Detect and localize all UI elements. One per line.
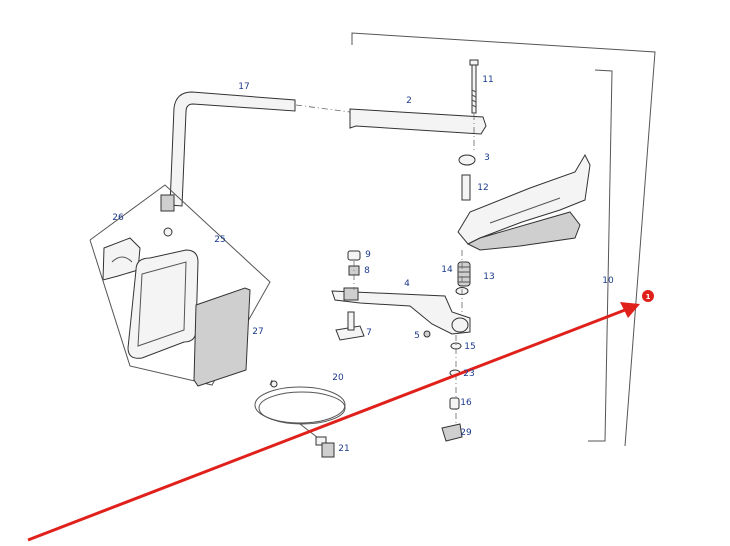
label-8: 8 xyxy=(364,266,370,276)
label-10: 10 xyxy=(602,276,614,286)
part-14-spring xyxy=(457,261,471,287)
part-11-bolt xyxy=(469,59,479,114)
label-13: 13 xyxy=(483,272,494,282)
part-27-bracket xyxy=(102,237,141,281)
part-26-mirror-glass xyxy=(193,287,251,387)
part-3-washer xyxy=(458,154,476,166)
part-clip xyxy=(160,194,175,212)
part-grommet xyxy=(163,227,173,237)
part-20-cable xyxy=(254,379,346,442)
label-17: 17 xyxy=(238,82,249,92)
callout-marker xyxy=(642,290,654,302)
label-23: 23 xyxy=(463,369,474,379)
label-7: 7 xyxy=(366,328,372,338)
part-17-rod xyxy=(169,91,351,207)
label-29: 29 xyxy=(460,428,472,438)
label-14: 14 xyxy=(441,265,453,275)
label-15: 15 xyxy=(464,342,475,352)
label-26: 27 xyxy=(252,327,263,337)
part-25-mirror-frame xyxy=(127,249,199,359)
part-9-cap xyxy=(347,250,361,261)
label-21: 21 xyxy=(338,444,349,454)
part-7-knob xyxy=(335,311,365,341)
assembly-frame xyxy=(351,32,656,447)
part-16-nut xyxy=(449,397,460,410)
part-5-screw xyxy=(423,330,431,338)
part-21-connector xyxy=(315,436,335,458)
part-4-arm xyxy=(331,287,471,335)
part-12-spacer xyxy=(461,174,471,201)
callout-arrow xyxy=(27,302,640,542)
label-20: 20 xyxy=(332,373,344,383)
label-4: 4 xyxy=(404,279,410,289)
label-2: 2 xyxy=(406,96,412,106)
part-2-bar xyxy=(349,108,487,135)
pedal-assembly xyxy=(457,153,591,251)
label-12: 12 xyxy=(477,183,488,193)
label-25: 25 xyxy=(214,235,225,245)
label-3: 3 xyxy=(484,153,490,163)
label-9: 9 xyxy=(365,250,371,260)
label-11: 11 xyxy=(482,75,493,85)
callout-marker-label: 1 xyxy=(646,293,651,301)
part-29-cap-nut xyxy=(441,423,463,442)
label-16: 16 xyxy=(460,398,472,408)
label-27: 26 xyxy=(112,213,124,223)
label-5: 5 xyxy=(414,331,420,341)
